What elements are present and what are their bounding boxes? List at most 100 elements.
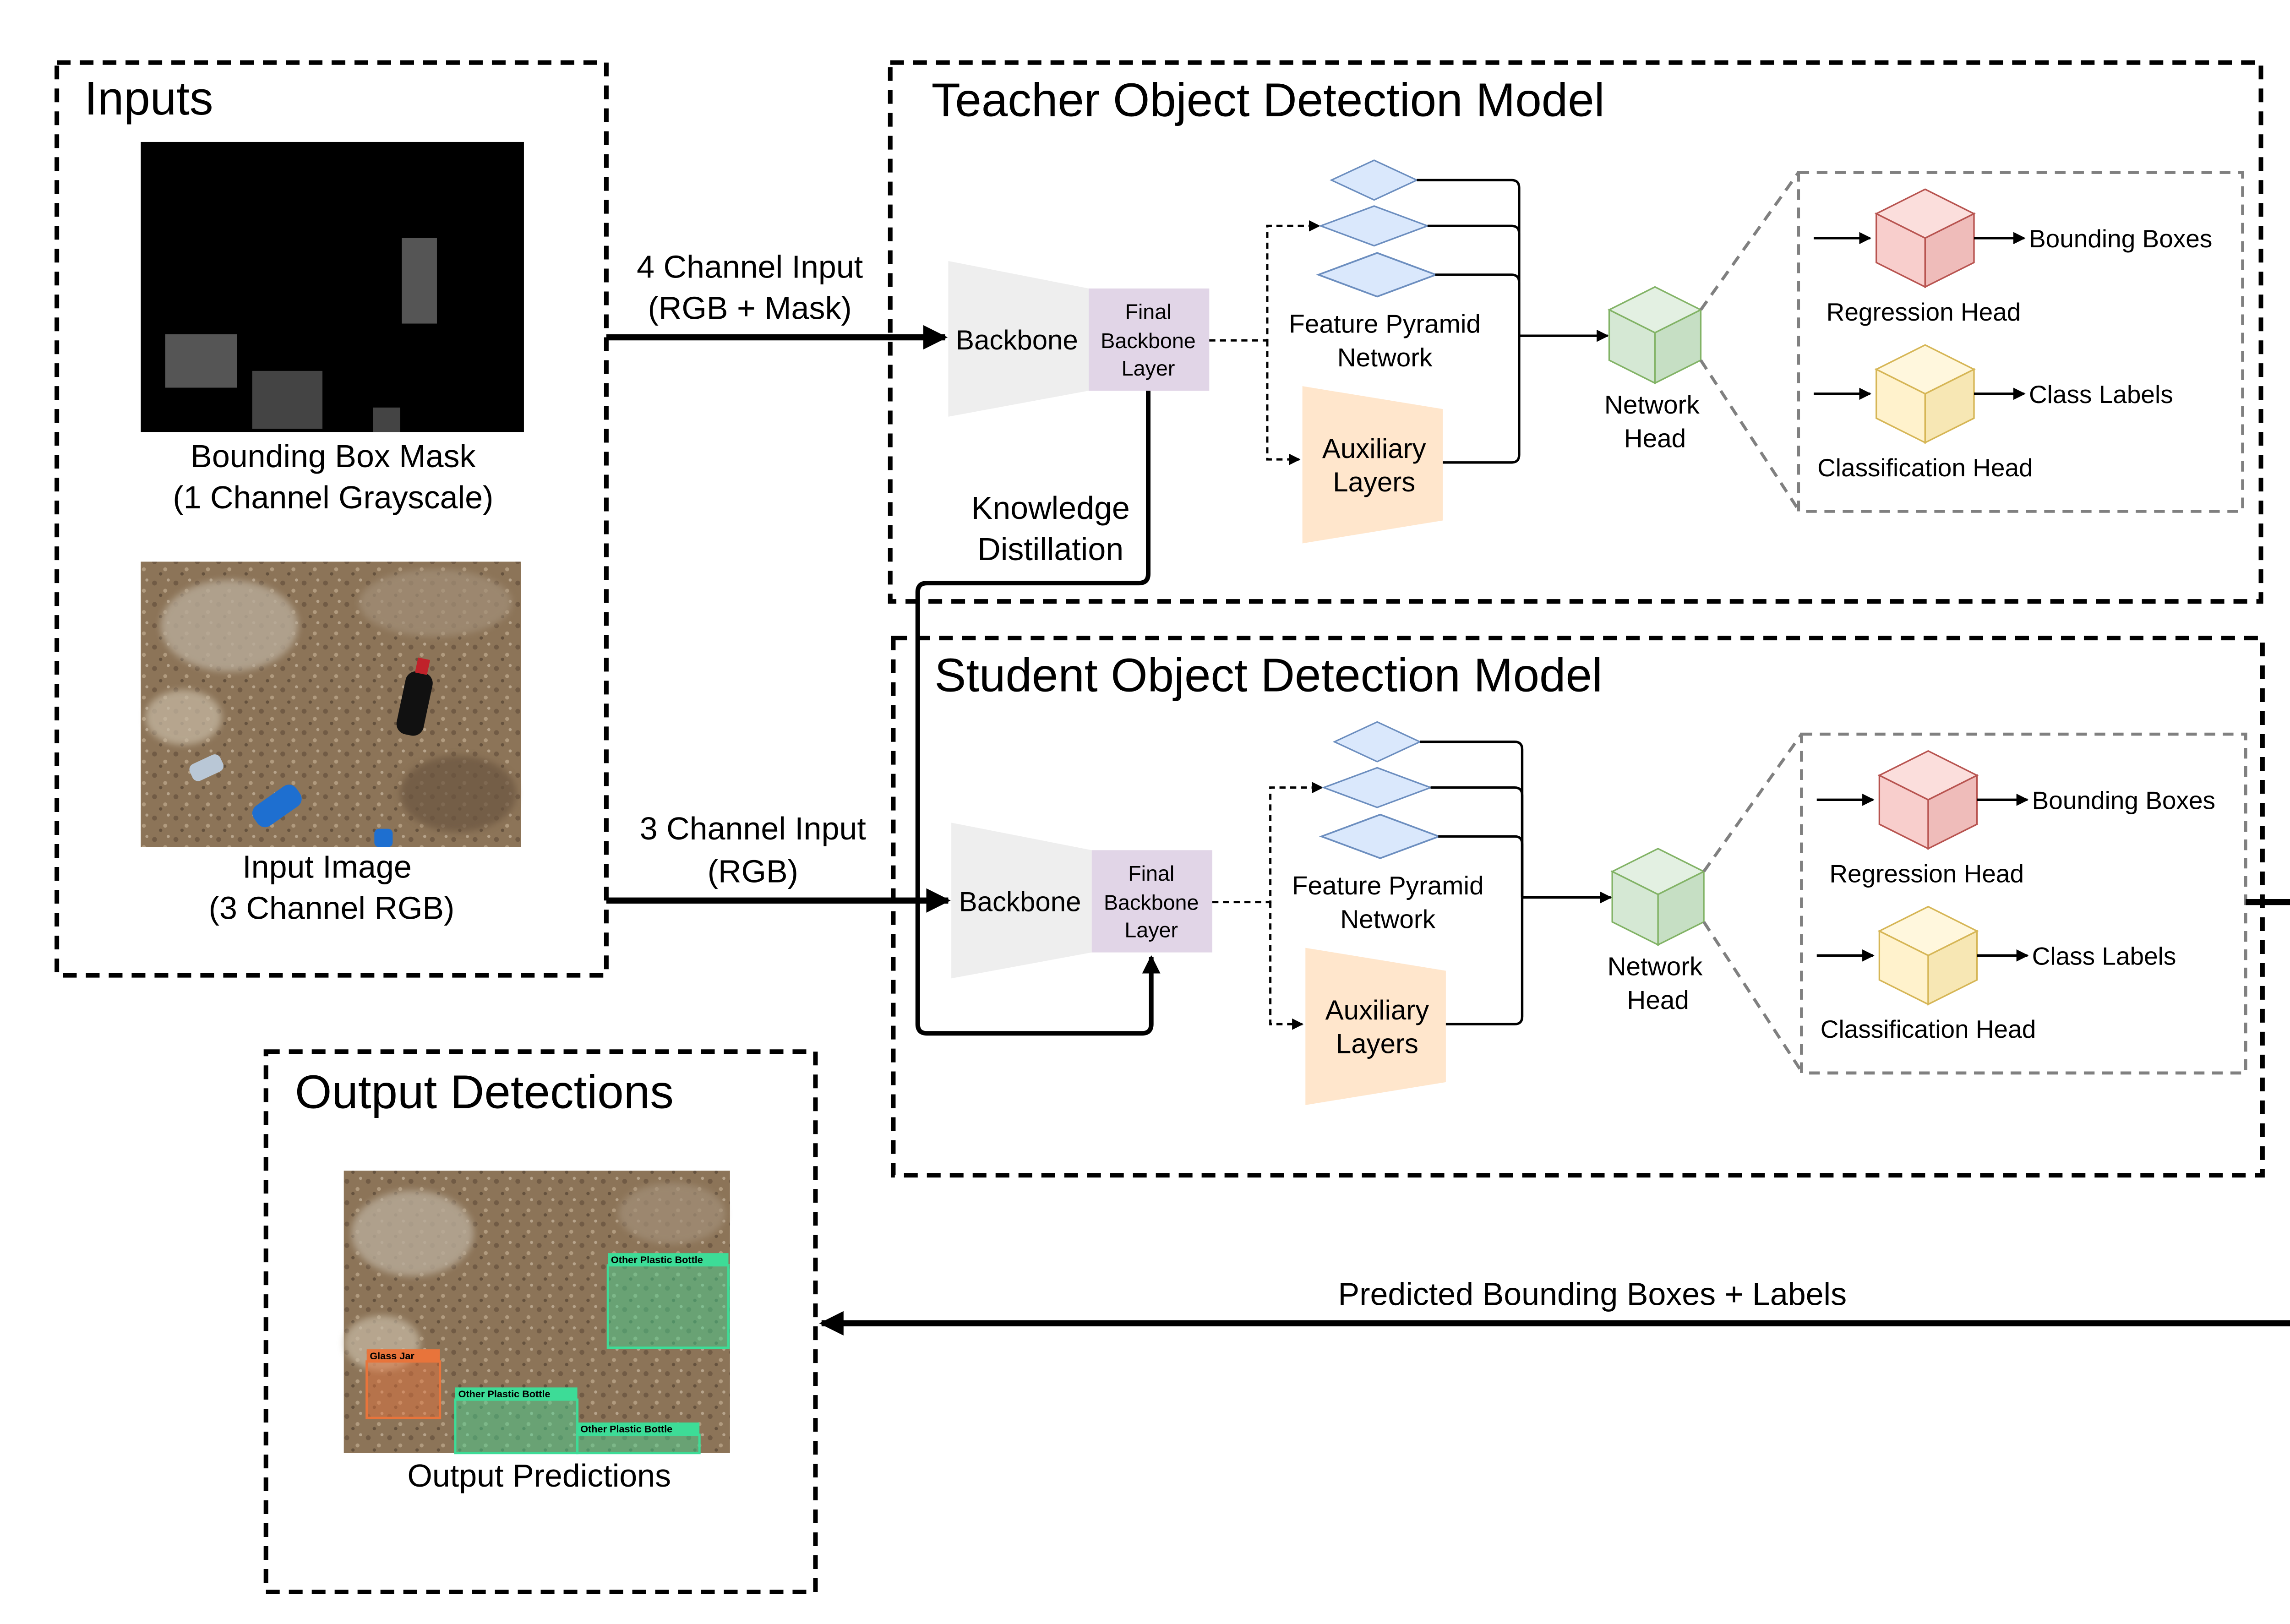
black-bottle (396, 657, 433, 736)
teacher-fpn-l2: Network (1337, 343, 1433, 372)
teacher-input-label-l1: 4 Channel Input (637, 249, 863, 285)
student-input-label-l1: 3 Channel Input (640, 811, 866, 846)
student-regression-head: Regression Head (1829, 859, 2024, 888)
output-caption: Output Predictions (407, 1458, 671, 1493)
detection-label: Other Plastic Bottle (580, 1423, 672, 1435)
student-final-backbone-layer (1091, 850, 1212, 953)
output-panel: Output Detections Other Plastic Bottle G… (263, 1049, 818, 1595)
teacher-bounding-boxes: Bounding Boxes (2029, 224, 2212, 253)
student-class-labels: Class Labels (2032, 942, 2176, 970)
teacher-network-head-l2: Head (1624, 424, 1686, 453)
teacher-final-backbone-layer (1089, 288, 1210, 391)
student-bounding-boxes: Bounding Boxes (2032, 786, 2215, 814)
output-predictions-image: Other Plastic Bottle Glass Jar Other Pla… (344, 1171, 730, 1455)
detection-box (365, 1360, 442, 1419)
teacher-input-label-l2: (RGB + Mask) (648, 290, 852, 326)
teacher-auxiliary-layers (1302, 386, 1443, 544)
student-network-head-l2: Head (1627, 986, 1689, 1015)
inputs-border (55, 60, 609, 978)
output-title: Output Detections (295, 1065, 674, 1118)
teacher-regression-head: Regression Head (1827, 298, 2021, 326)
student-final-backbone-l2: Backbone (1104, 890, 1199, 914)
teacher-classification-head: Classification Head (1817, 453, 2033, 482)
student-panel: Student Object Detection Model Backbone … (891, 636, 2265, 1178)
knowledge-distillation-l2: Distillation (977, 531, 1123, 567)
inputs-title: Inputs (84, 71, 213, 125)
detection-label-bg (577, 1422, 700, 1435)
student-fpn-l1: Feature Pyramid (1292, 872, 1484, 900)
student-classification-head: Classification Head (1821, 1015, 2036, 1043)
student-zoom-line (1702, 733, 1803, 872)
teacher-zoom-line (1699, 171, 1800, 311)
teacher-fpn-l1: Feature Pyramid (1289, 310, 1481, 339)
detection-box (606, 1264, 730, 1349)
detection-box (454, 1398, 579, 1455)
mask-caption-line2: (1 Channel Grayscale) (173, 480, 493, 515)
teacher-network-head-l1: Network (1604, 391, 1700, 420)
teacher-to-fpn-link (1209, 220, 1320, 342)
teacher-merge-lines (1417, 179, 1609, 464)
blue-bottle (252, 785, 302, 828)
student-fpn-l2: Network (1340, 905, 1435, 934)
detection-label-bg (608, 1253, 729, 1265)
teacher-title: Teacher Object Detection Model (932, 73, 1605, 126)
input-image (141, 561, 521, 847)
student-to-fpn-link (1212, 782, 1324, 904)
detection-label-bg (455, 1387, 578, 1400)
teacher-backbone-label: Backbone (956, 325, 1078, 355)
student-final-backbone-l3: Layer (1124, 918, 1178, 942)
teacher-regression-cube (1874, 188, 1976, 289)
teacher-final-backbone-l3: Layer (1122, 356, 1175, 380)
teacher-zoom-line (1699, 359, 1800, 511)
detection-label: Other Plastic Bottle (458, 1388, 551, 1400)
student-zoom-line (1702, 921, 1803, 1073)
detection-label: Other Plastic Bottle (611, 1254, 703, 1265)
student-input-label-l2: (RGB) (708, 853, 798, 889)
student-backbone-label: Backbone (959, 887, 1081, 917)
image-caption-line2: (3 Channel RGB) (209, 890, 455, 926)
teacher-to-aux-link (1266, 340, 1301, 465)
mask-box (402, 238, 437, 324)
student-backbone (951, 823, 1092, 979)
student-network-head-l1: Network (1608, 953, 1703, 981)
student-border (891, 636, 2265, 1178)
teacher-class-labels: Class Labels (2029, 380, 2173, 409)
clear-bottle (189, 754, 224, 781)
teacher-network-head-cube (1607, 286, 1703, 385)
student-network-head-cube (1610, 848, 1706, 946)
teacher-final-backbone-l2: Backbone (1101, 329, 1195, 353)
student-title: Student Object Detection Model (934, 649, 1602, 702)
teacher-panel: Teacher Object Detection Model Backbone … (888, 60, 2263, 604)
student-regression-cube (1877, 750, 1979, 850)
student-merge-lines (1420, 741, 1612, 1025)
teacher-border (888, 60, 2263, 604)
mask-box (252, 371, 323, 429)
student-aux-l2: Layers (1336, 1029, 1418, 1059)
student-aux-l1: Auxiliary (1325, 995, 1429, 1025)
detection-label: Glass Jar (370, 1350, 414, 1362)
student-to-aux-link (1269, 902, 1304, 1030)
detection-label-bg (366, 1349, 440, 1362)
output-border (263, 1049, 818, 1595)
knowledge-distillation-l1: Knowledge (971, 490, 1130, 526)
teacher-final-backbone-l1: Final (1125, 300, 1171, 324)
student-classification-cube (1877, 905, 1979, 1006)
image-caption-line1: Input Image (242, 849, 412, 884)
student-auxiliary-layers (1305, 948, 1446, 1105)
mask-caption-line1: Bounding Box Mask (191, 438, 476, 474)
inputs-panel: Inputs Bounding Box Mask (1 Channel Gray… (55, 60, 609, 978)
mask-box (165, 334, 237, 388)
bounding-box-mask-image (141, 142, 524, 432)
student-final-backbone-l1: Final (1128, 861, 1174, 885)
teacher-backbone (948, 261, 1089, 417)
blue-cap (374, 828, 393, 847)
teacher-aux-l2: Layers (1333, 467, 1415, 497)
knowledge-distillation-arrow (915, 391, 1161, 1036)
teacher-aux-l1: Auxiliary (1322, 433, 1426, 464)
teacher-classification-cube (1874, 344, 1976, 444)
mask-box (372, 407, 400, 432)
teacher-head-detail-box (1797, 171, 2244, 513)
predicted-label: Predicted Bounding Boxes + Labels (1338, 1276, 1847, 1312)
detection-box (576, 1433, 701, 1455)
